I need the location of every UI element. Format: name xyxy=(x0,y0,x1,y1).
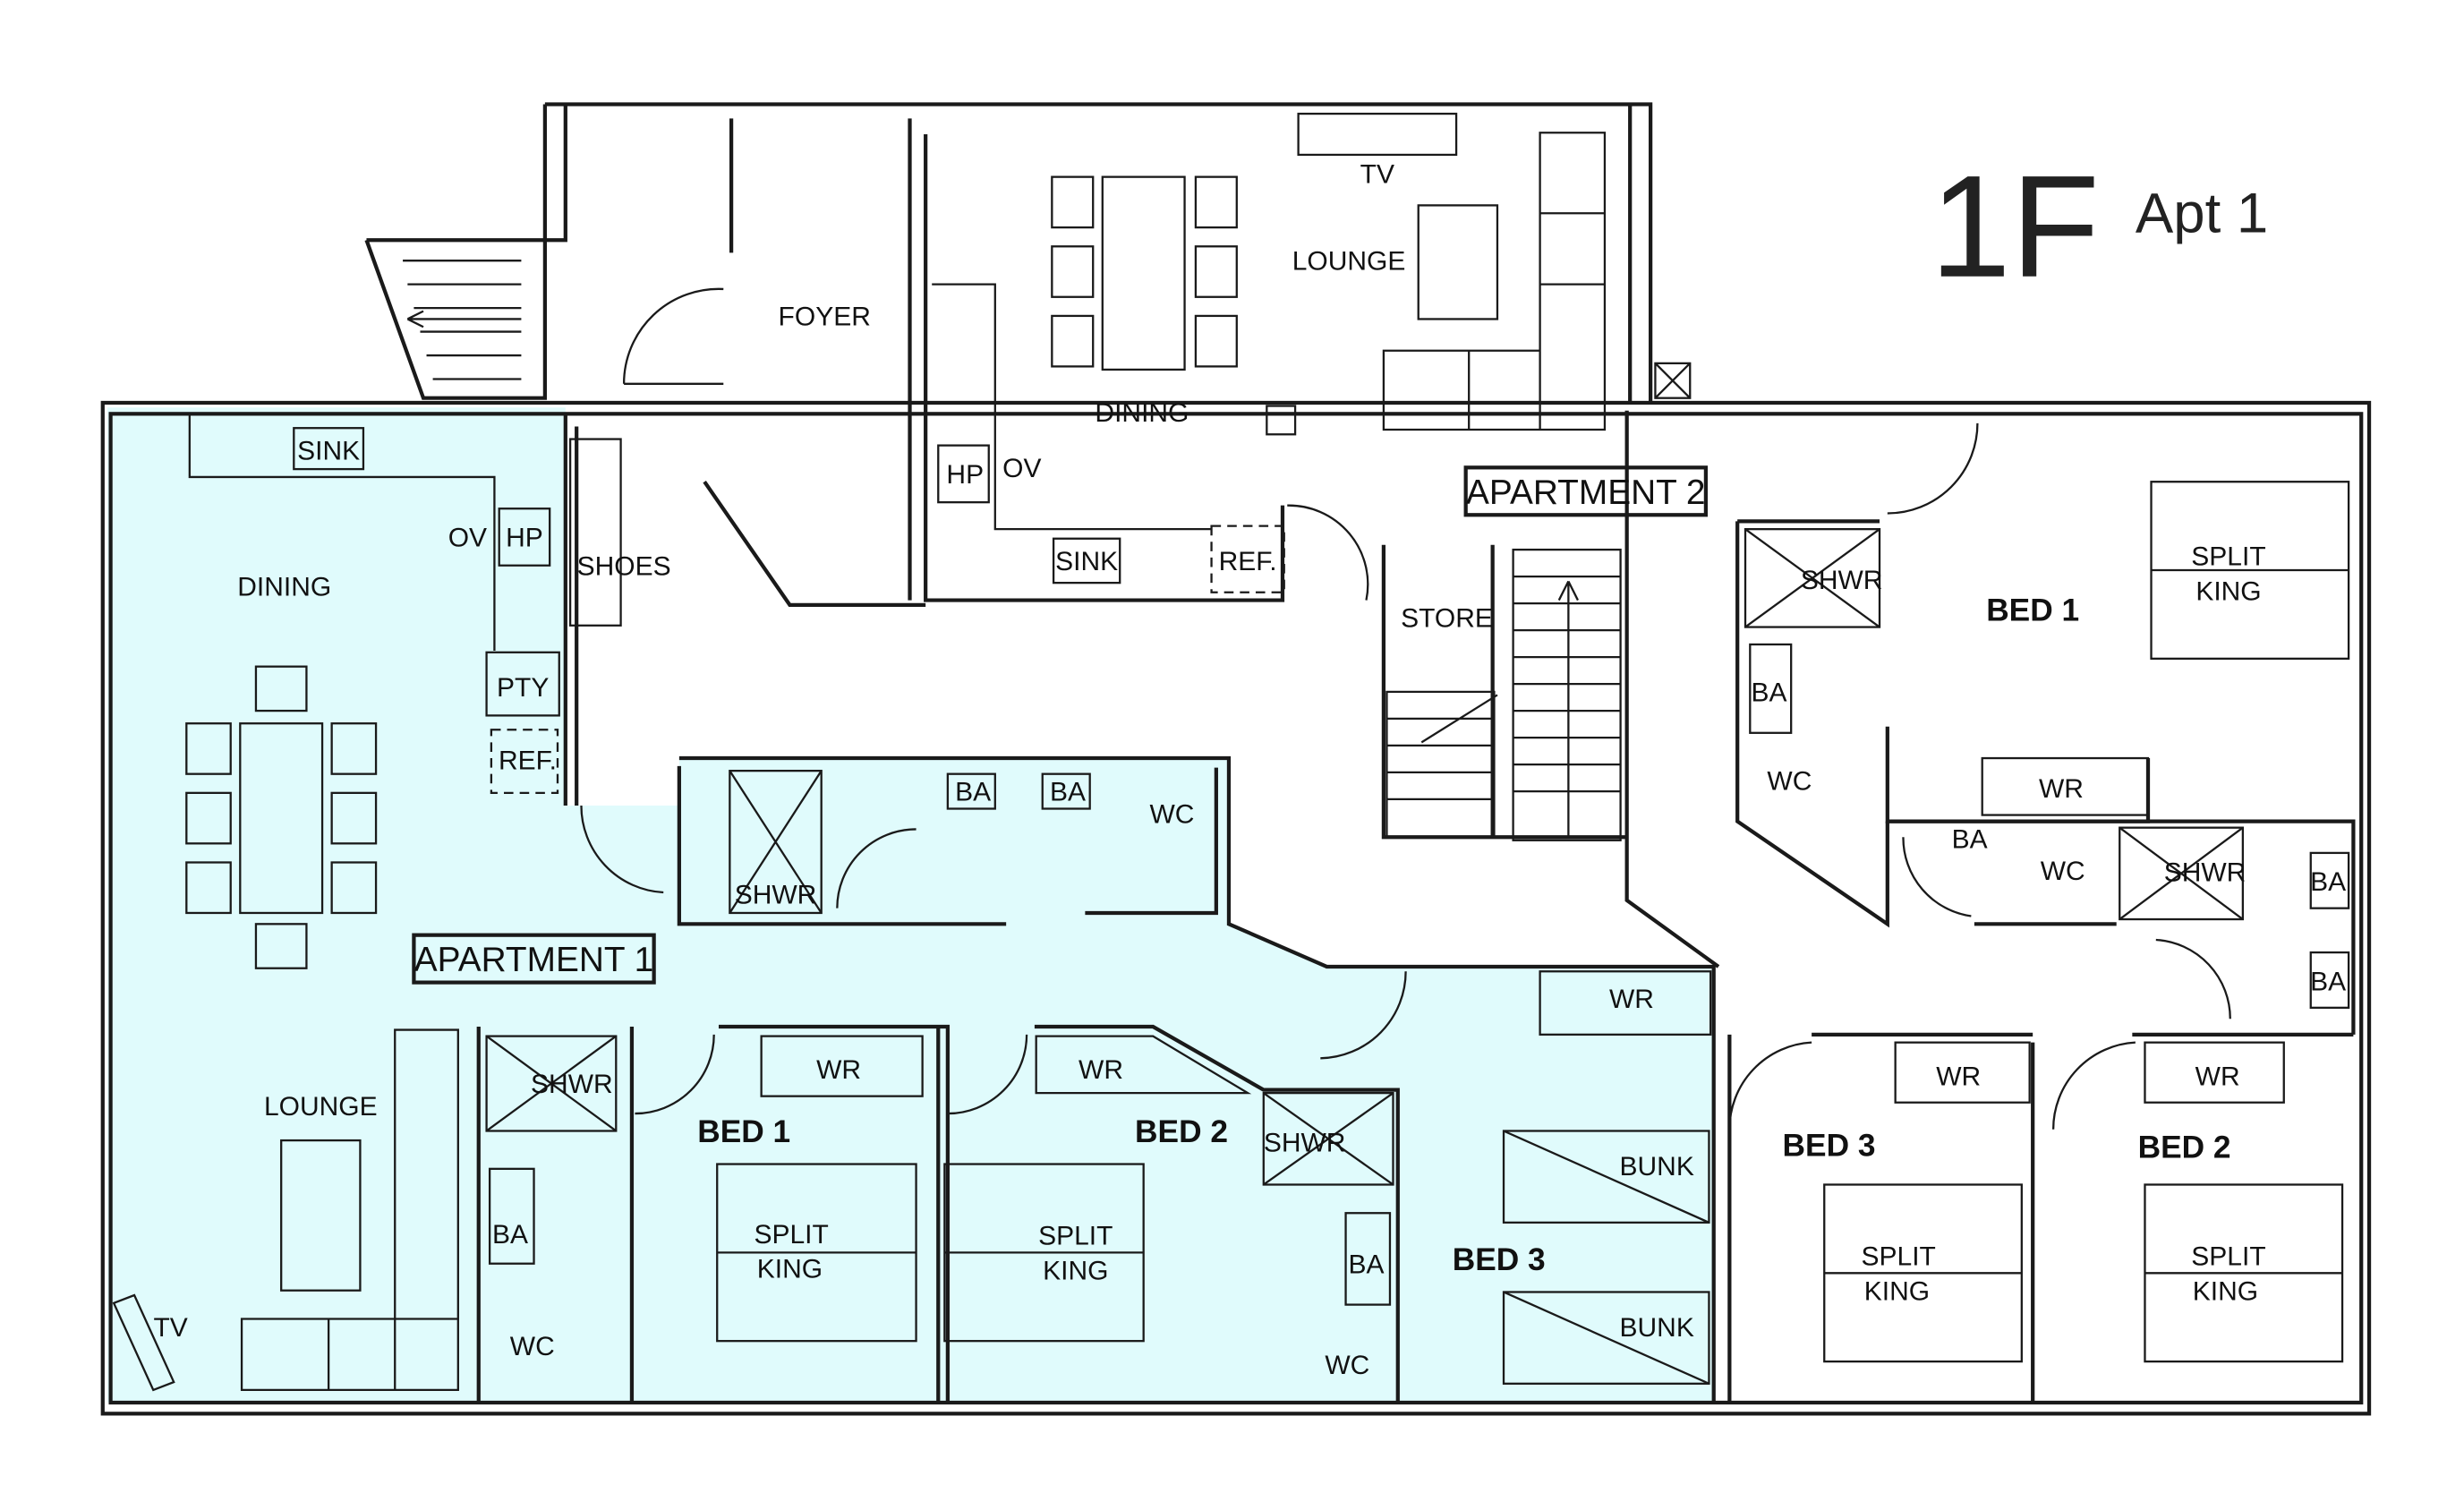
apt1-bed2-king: KING xyxy=(1043,1256,1108,1285)
apt2-bed2-split: SPLIT xyxy=(2191,1241,2265,1271)
apt2-dining-label: DINING xyxy=(1095,398,1189,428)
apt2-bed1-label: BED 1 xyxy=(1986,593,2079,628)
apt1-bed1-wc: WC xyxy=(510,1332,555,1361)
apt2-ov-label: OV xyxy=(1002,454,1041,483)
door-swings xyxy=(580,287,2231,1130)
apt1-bed3-label: BED 3 xyxy=(1453,1242,1546,1277)
apt2-ref-label: REF. xyxy=(1219,547,1277,576)
apt1-bed1-ba: BA xyxy=(492,1220,528,1250)
store-label: STORE xyxy=(1401,604,1493,634)
apt1-bed1-split: SPLIT xyxy=(755,1220,829,1250)
walls xyxy=(100,102,2372,1416)
apt2-hall-shwr: SHWR xyxy=(2164,858,2247,888)
apt2-bed3-wr: WR xyxy=(1936,1062,1981,1091)
apt2-bed1-wc: WC xyxy=(1767,766,1812,796)
apt2-tv-label: TV xyxy=(1360,160,1394,190)
apt1-hp: HP xyxy=(506,524,543,553)
apt2-bed3-label: BED 3 xyxy=(1783,1129,1876,1164)
apt1-bed1-king: KING xyxy=(757,1255,823,1284)
apt1-bed1-shwr: SHWR xyxy=(531,1070,613,1099)
apt1-dining: DINING xyxy=(237,572,331,601)
apt2-ba-b: BA xyxy=(2310,967,2346,996)
apt2-bed1-ba: BA xyxy=(1751,678,1786,708)
apt1-bed2-shwr: SHWR xyxy=(1264,1128,1346,1157)
apartment-1-tag-box xyxy=(412,933,656,985)
apt2-hp-label: HP xyxy=(946,460,984,490)
apartment-2-tag: APARTMENT 2 xyxy=(1466,473,1705,512)
apartment-2-tag-box xyxy=(1463,465,1709,517)
apartment-1-tag: APARTMENT 1 xyxy=(414,941,653,979)
apt2-hall-ba: BA xyxy=(1952,825,1988,855)
apt2-bed3-split: SPLIT xyxy=(1862,1241,1936,1271)
apt1-bed2-wc: WC xyxy=(1325,1351,1369,1380)
apt2-bed2-king: KING xyxy=(2193,1276,2258,1306)
apt2-bed1-shwr: SHWR xyxy=(1801,566,1883,595)
apt1-ov: OV xyxy=(448,524,487,553)
apt1-main-ba1: BA xyxy=(955,778,991,807)
furniture xyxy=(112,112,2350,1392)
apt2-bed2-label: BED 2 xyxy=(2138,1130,2231,1164)
exterior-stairs xyxy=(364,238,547,400)
fixture-boxes xyxy=(293,427,2350,1306)
apt2-bed1-split: SPLIT xyxy=(2191,542,2265,572)
apt1-bunk1: BUNK xyxy=(1620,1152,1694,1182)
apt1-bed2-split: SPLIT xyxy=(1038,1222,1113,1251)
internal-stairs xyxy=(1385,548,1622,841)
apt2-bed2-wr: WR xyxy=(2195,1062,2240,1091)
foyer-label: FOYER xyxy=(779,303,871,332)
apt1-bed1-label: BED 1 xyxy=(697,1114,790,1149)
apt1-main-wc: WC xyxy=(1149,799,1194,829)
apt2-bed1-king: KING xyxy=(2195,577,2261,607)
apt2-lounge-label: LOUNGE xyxy=(1292,247,1406,277)
apt1-sink: SINK xyxy=(297,437,360,466)
apt1-bed1-wr: WR xyxy=(816,1055,861,1085)
apt2-sink-label: SINK xyxy=(1055,547,1118,576)
apt2-bed3-king: KING xyxy=(1864,1276,1930,1306)
apt1-shoes: SHOES xyxy=(577,551,671,581)
floor-number: 1F xyxy=(1930,146,2099,308)
apt1-bed2-ba: BA xyxy=(1348,1250,1384,1279)
unit-label: Apt 1 xyxy=(2136,181,2268,244)
apt1-lounge: LOUNGE xyxy=(264,1092,378,1122)
apt1-pty: PTY xyxy=(497,673,549,703)
apt2-ba-a: BA xyxy=(2310,867,2346,897)
apt1-main-ba2: BA xyxy=(1050,778,1086,807)
apt2-hall-wc: WC xyxy=(2041,857,2085,886)
apt1-bed2-label: BED 2 xyxy=(1135,1114,1228,1149)
apt1-tv: TV xyxy=(153,1313,187,1343)
apt1-main-shwr: SHWR xyxy=(735,880,817,909)
apt2-bed1-wr: WR xyxy=(2039,774,2084,804)
apt1-bed3-wr: WR xyxy=(1609,985,1654,1014)
apt1-bed2-wr: WR xyxy=(1079,1055,1123,1085)
apt1-bunk2: BUNK xyxy=(1620,1313,1694,1343)
apartment-1-area xyxy=(107,407,1714,1403)
apt1-ref: REF. xyxy=(499,746,557,775)
